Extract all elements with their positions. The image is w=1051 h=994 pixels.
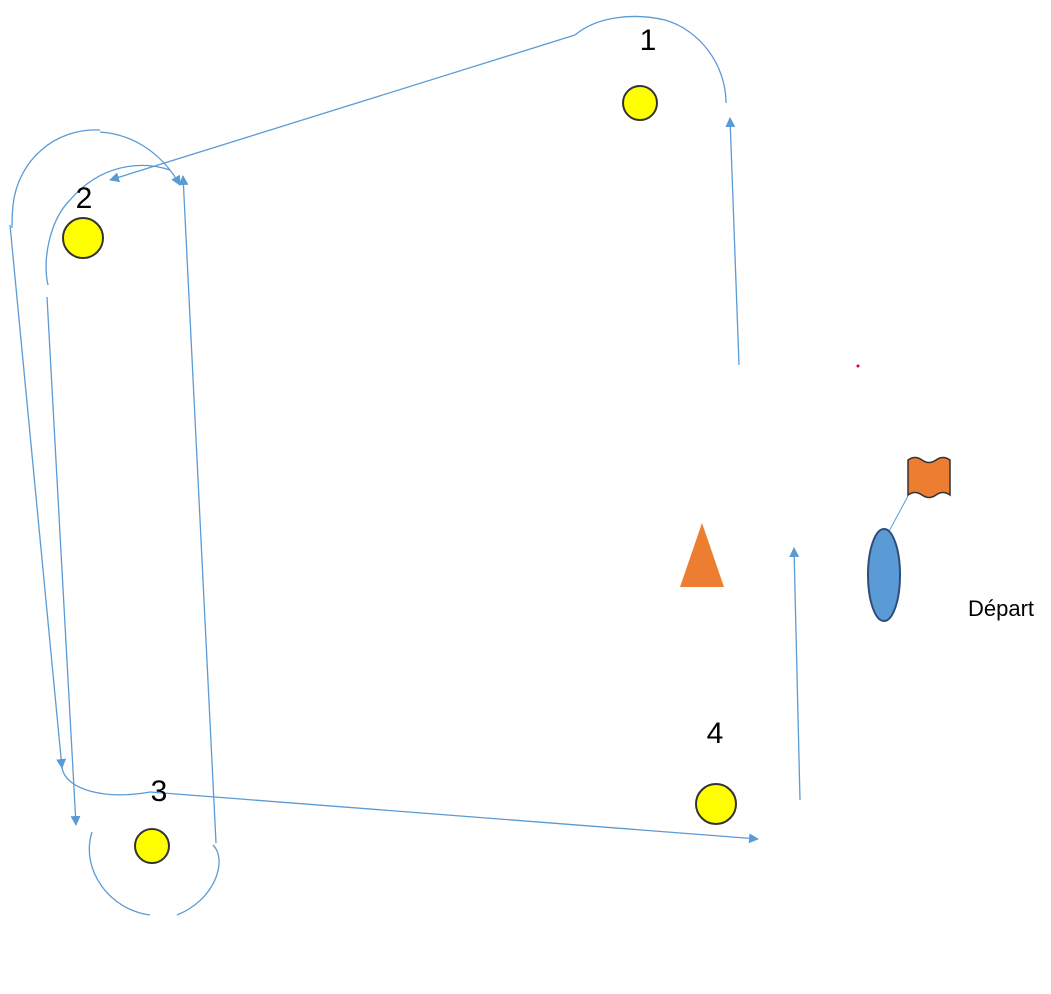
yellow-buoy-icon — [695, 783, 737, 825]
buoy-3: 3 — [134, 775, 170, 864]
course-path — [9, 15, 801, 916]
path-arc-buoy-2-top — [99, 131, 181, 186]
yellow-buoy-icon — [622, 85, 658, 121]
yellow-buoy-icon — [62, 217, 104, 259]
orange-cone-icon — [680, 523, 724, 587]
path-arc-buoy-1 — [574, 15, 727, 104]
path-segment-1-to-2 — [109, 34, 576, 183]
marker-dot — [856, 364, 860, 368]
path-arc-buoy-3-right — [176, 844, 220, 916]
buoy-label: 1 — [640, 24, 657, 57]
path-segment-to-4 — [149, 791, 759, 844]
yellow-buoy-icon — [134, 828, 170, 864]
path-arc-bottom — [61, 767, 151, 796]
path-segment-start-to-1 — [725, 117, 740, 366]
path-arc-buoy-2-outer — [11, 129, 101, 229]
path-segment-3-to-2 — [178, 175, 217, 844]
path-segment-2-to-3-inner — [46, 296, 81, 826]
start-label: Départ — [968, 596, 1034, 621]
start-buoy-icon — [867, 528, 901, 622]
buoy-2: 2 — [62, 182, 104, 259]
buoy-4: 4 — [695, 717, 737, 825]
path-arc-buoy-2-inner — [45, 164, 171, 286]
path-segment-2-outer-down — [9, 224, 67, 769]
buoy-1: 1 — [622, 24, 658, 121]
path-arc-buoy-3-left — [88, 831, 151, 916]
start-marker: Départ — [867, 456, 1034, 622]
buoy-label: 3 — [151, 775, 168, 808]
buoy-label: 2 — [76, 182, 93, 215]
path-segment-finish — [789, 547, 801, 801]
buoy-label: 4 — [707, 717, 724, 750]
flag-icon — [907, 456, 951, 499]
